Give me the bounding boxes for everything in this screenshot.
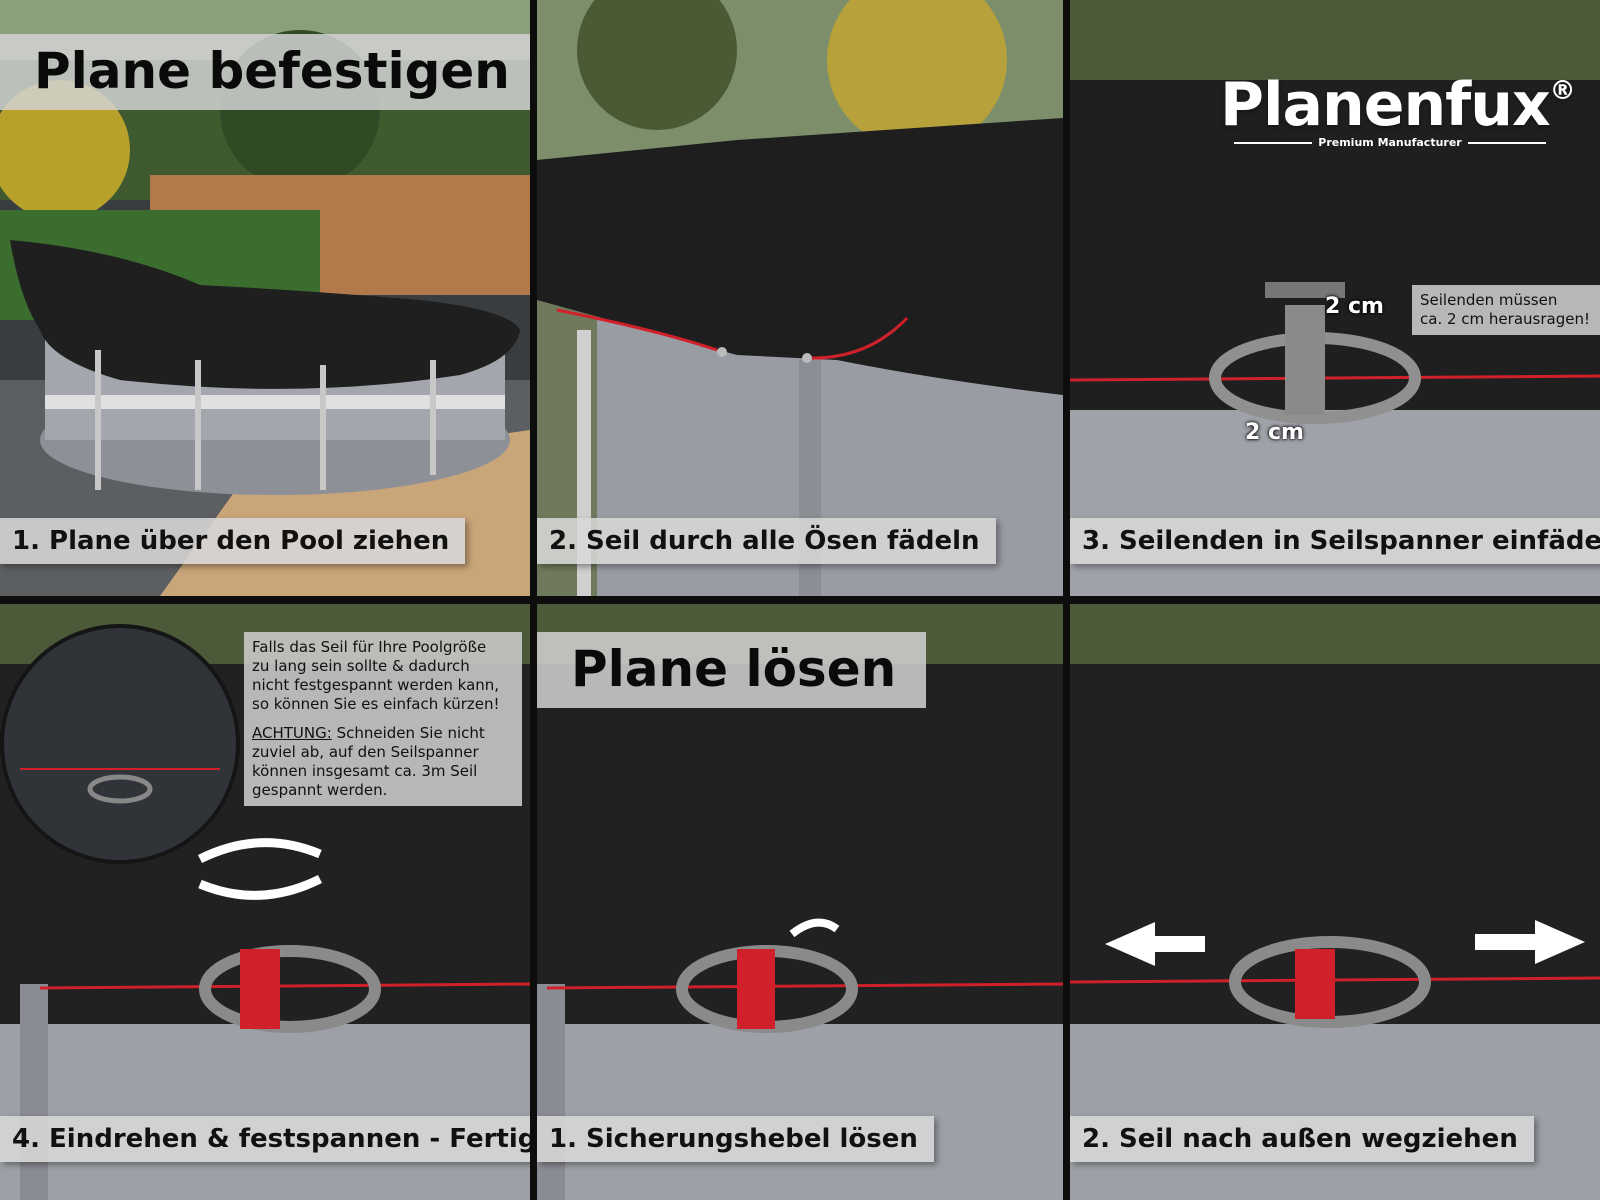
panel-step1: Plane befestigen 1. Plane über den Pool … <box>0 0 530 596</box>
pull-rope-illustration <box>1070 604 1600 1200</box>
section-title-attach: Plane befestigen <box>0 34 530 110</box>
note-cut-rope: Falls das Seil für Ihre Poolgröße zu lan… <box>244 632 522 806</box>
caption-step1: 1. Plane über den Pool ziehen <box>0 518 466 564</box>
warning-label: ACHTUNG: <box>252 724 332 742</box>
note-rope-ends-line1: Seilenden müssen <box>1420 291 1558 309</box>
panel-step3: Planenfux® Premium Manufacturer 2 cm 2 c… <box>1070 0 1600 596</box>
caption-step4: 4. Eindrehen & festspannen - Fertig! <box>0 1116 530 1162</box>
panel-release2: 2. Seil nach außen wegziehen <box>1070 604 1600 1200</box>
logo-rule-right <box>1467 141 1546 144</box>
note-cut-line3: nicht festgespannt werden kann, <box>252 676 500 694</box>
note-cut-line4: so können Sie es einfach kürzen! <box>252 695 500 713</box>
note-cut-line1: Falls das Seil für Ihre Poolgröße <box>252 638 487 656</box>
logo-name: Planenfux <box>1220 70 1551 140</box>
panel-step4: Falls das Seil für Ihre Poolgröße zu lan… <box>0 604 530 1200</box>
warning-line1: Schneiden Sie nicht <box>331 724 485 742</box>
arrow-right-icon <box>1475 920 1585 964</box>
release-lever-illustration <box>537 604 1063 1200</box>
panel-step2: 2. Seil durch alle Ösen fädeln <box>537 0 1063 596</box>
tensioner-threading-illustration <box>1070 0 1600 596</box>
arrow-left-icon <box>1105 922 1205 966</box>
warning-line4: gespannt werden. <box>252 781 388 799</box>
rotate-arrow-icon <box>197 838 323 900</box>
note-cut-line2: zu lang sein sollte & dadurch <box>252 657 470 675</box>
rope-eyelets-illustration <box>537 0 1063 596</box>
pool-overview-illustration <box>0 0 530 596</box>
note-rope-ends: Seilenden müssen ca. 2 cm herausragen! <box>1412 285 1600 335</box>
dimension-label-top: 2 cm <box>1325 294 1384 319</box>
caption-step2: 2. Seil durch alle Ösen fädeln <box>537 518 996 564</box>
section-title-release: Plane lösen <box>537 632 927 708</box>
release-arrow-icon <box>789 918 840 938</box>
note-rope-ends-line2: ca. 2 cm herausragen! <box>1420 310 1590 328</box>
logo-registered-mark: ® <box>1549 76 1576 106</box>
caption-release2: 2. Seil nach außen wegziehen <box>1070 1116 1534 1162</box>
dimension-label-bottom: 2 cm <box>1245 420 1304 445</box>
logo-tagline: Premium Manufacturer <box>1318 136 1462 149</box>
warning-line3: können insgesamt ca. 3m Seil <box>252 762 478 780</box>
warning-line2: zuviel ab, auf den Seilspanner <box>252 743 479 761</box>
logo-rule-left <box>1234 141 1313 144</box>
caption-release1: 1. Sicherungshebel lösen <box>537 1116 934 1162</box>
brand-logo: Planenfux® Premium Manufacturer <box>1220 70 1576 149</box>
caption-step3: 3. Seilenden in Seilspanner einfädeln <box>1070 518 1600 564</box>
panel-release1: Plane lösen 1. Sicherungshebel lösen <box>537 604 1063 1200</box>
